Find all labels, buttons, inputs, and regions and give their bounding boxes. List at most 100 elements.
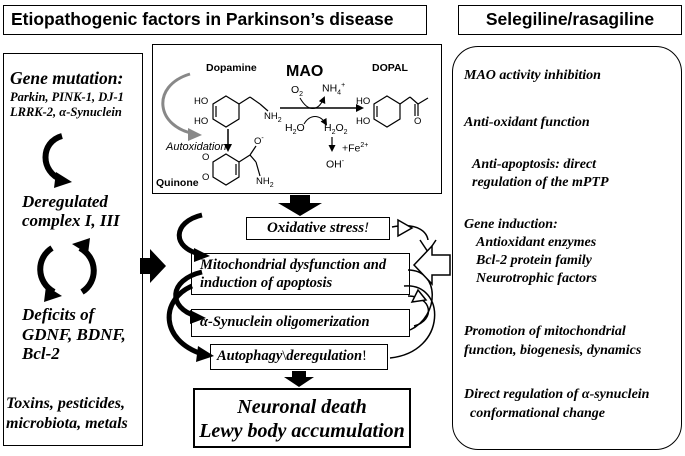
fe-label: +Fe2+ [342, 142, 368, 155]
oxidative-stress-mark: ! [364, 220, 370, 236]
right-item-3-line-1: Anti-apoptosis: direct [472, 157, 597, 172]
quinone-label: Quinone [156, 177, 199, 189]
chem-curved-arrow [161, 72, 202, 141]
dopal-label: DOPAL [372, 62, 408, 74]
outcome-line-2: Lewy body accumulation [199, 420, 405, 442]
fe-sup: 2+ [360, 142, 369, 149]
nh4-text: NH [322, 82, 338, 95]
nh4-sup: + [341, 82, 346, 89]
left-to-center-arrow [140, 249, 166, 283]
right-item-6-line-2: conformational change [470, 406, 605, 421]
down-arrow-outcome [284, 371, 314, 387]
gene-mutation-title: Gene mutation: [10, 68, 124, 88]
mitochondrial-box: Mitochondrial dysfunction and induction … [191, 253, 410, 295]
oh-sup: - [341, 158, 345, 165]
fe-text: +Fe [342, 142, 361, 155]
right-item-3-line-2: regulation of the mPTP [472, 175, 609, 190]
right-panel [452, 46, 682, 450]
dopamine-nh2-text: NH [264, 111, 278, 122]
dopamine-ho-1: HO [194, 96, 209, 107]
right-item-4-line-4: Neurotrophic factors [476, 271, 597, 286]
o2-text: O [291, 84, 300, 96]
quinone-o-2: O [202, 172, 210, 183]
right-item-3: Anti-apoptosis: direct regulation of the… [472, 156, 609, 192]
oxidative-stress-text: Oxidative stress [266, 220, 365, 236]
right-item-5: Promotion of mitochondrial function, bio… [464, 322, 641, 360]
oxidative-stress-box: Oxidative stress! [246, 217, 390, 240]
oh-label: OH- [326, 158, 344, 171]
deficits-line-2: GDNF, BDNF, [22, 324, 126, 344]
oh-text: OH [326, 158, 342, 171]
dopal-ho-2: HO [356, 116, 371, 127]
o2-label: O2 [291, 84, 303, 98]
right-item-4-line-3: Bcl-2 protein family [476, 253, 592, 268]
right-item-2: Anti-oxidant function [464, 115, 590, 130]
right-item-4: Gene induction: Antioxidant enzymes Bcl-… [464, 216, 597, 288]
curved-arrow-gene [42, 133, 72, 188]
toxins-line-2: microbiota, metals [6, 415, 128, 432]
mao-label: MAO [286, 63, 324, 80]
outcome-line-1: Neuronal death [237, 396, 367, 418]
autophagy-text: Autophagy [217, 348, 283, 364]
right-header-text: Selegiline/rasagiline [485, 9, 655, 29]
h2o2-sub1: 2 [331, 129, 336, 137]
toxins-label: Toxins, pesticides, microbiota, metals [6, 394, 128, 434]
right-item-4-line-1: Gene induction: [464, 217, 558, 232]
complex-line-2: complex I, III [22, 211, 120, 230]
dopamine-label: Dopamine [206, 62, 257, 74]
right-item-1: MAO activity inhibition [464, 68, 601, 83]
left-header-text: Etiopathogenic factors in Parkinson’s di… [11, 9, 394, 29]
dopal-o: O [414, 116, 422, 127]
dopal-molecule [373, 95, 429, 128]
nh4-sub: 4 [337, 89, 342, 97]
feedback-arrows-right [389, 218, 437, 359]
dopamine-ho-2: HO [194, 116, 209, 127]
h2o2-label: H2O2 [324, 122, 348, 136]
right-item-4-line-2: Antioxidant enzymes [476, 235, 597, 250]
h2o-o: O [296, 122, 305, 134]
h2o2-h: H [324, 122, 332, 134]
mitochondrial-line-2: induction of apoptosis [200, 275, 333, 291]
left-header: Etiopathogenic factors in Parkinson’s di… [3, 5, 427, 35]
right-header: Selegiline/rasagiline [458, 5, 682, 35]
autophagy-mark-2: ! [362, 348, 367, 364]
autoxidation-label: Autoxidation [166, 141, 227, 153]
h2o2-sub2: 2 [343, 129, 348, 137]
quinone-o-minus-text: O [254, 136, 262, 148]
autophagy-text-2: deregulation [286, 348, 363, 364]
quinone-o-minus: O- [254, 135, 264, 147]
right-item-5-line-1: Promotion of mitochondrial [464, 324, 626, 339]
deficits-label: Deficits of GDNF, BDNF, Bcl-2 [22, 305, 126, 364]
mao-reaction-arrow [280, 96, 364, 152]
left-panel [3, 53, 143, 446]
right-item-6: Direct regulation of α-synuclein conform… [464, 385, 649, 423]
synuclein-box: α-Synuclein oligomerization [191, 309, 410, 337]
h2o-sub: 2 [292, 129, 297, 137]
autophagy-mark: \ [282, 348, 287, 364]
cycle-arrows [37, 238, 97, 302]
down-arrow-reaction [278, 195, 322, 216]
complex-line-1: Deregulated [22, 192, 108, 211]
o2-sub: 2 [299, 91, 304, 99]
quinone-molecule [212, 145, 261, 186]
right-item-6-line-1: Direct regulation of α-synuclein [464, 387, 650, 402]
toxins-line-1: Toxins, pesticides, [6, 395, 125, 412]
right-item-5-line-2: function, biogenesis, dynamics [464, 343, 642, 358]
gene-list-2: LRRK-2, α-Synuclein [10, 105, 122, 119]
quinone-o-minus-sup: - [261, 135, 264, 142]
gene-list-1: Parkin, PINK-1, DJ-1 [10, 90, 124, 104]
mitochondrial-line-1: Mitochondrial dysfunction and [200, 257, 387, 273]
synuclein-text: α-Synuclein oligomerization [200, 314, 370, 330]
quinone-nh2-text: NH [256, 176, 270, 187]
dopamine-molecule [212, 95, 269, 128]
complex-label: Deregulated complex I, III [22, 192, 120, 230]
feedback-arrows-left [166, 212, 214, 362]
quinone-o-1: O [202, 152, 210, 163]
outcome-box: Neuronal death Lewy body accumulation [193, 388, 411, 448]
dopamine-nh2-sub: 2 [277, 116, 282, 124]
right-to-center-arrow [412, 244, 451, 286]
mao-reaction-box [152, 44, 442, 194]
nh4-label: NH4+ [322, 82, 345, 97]
